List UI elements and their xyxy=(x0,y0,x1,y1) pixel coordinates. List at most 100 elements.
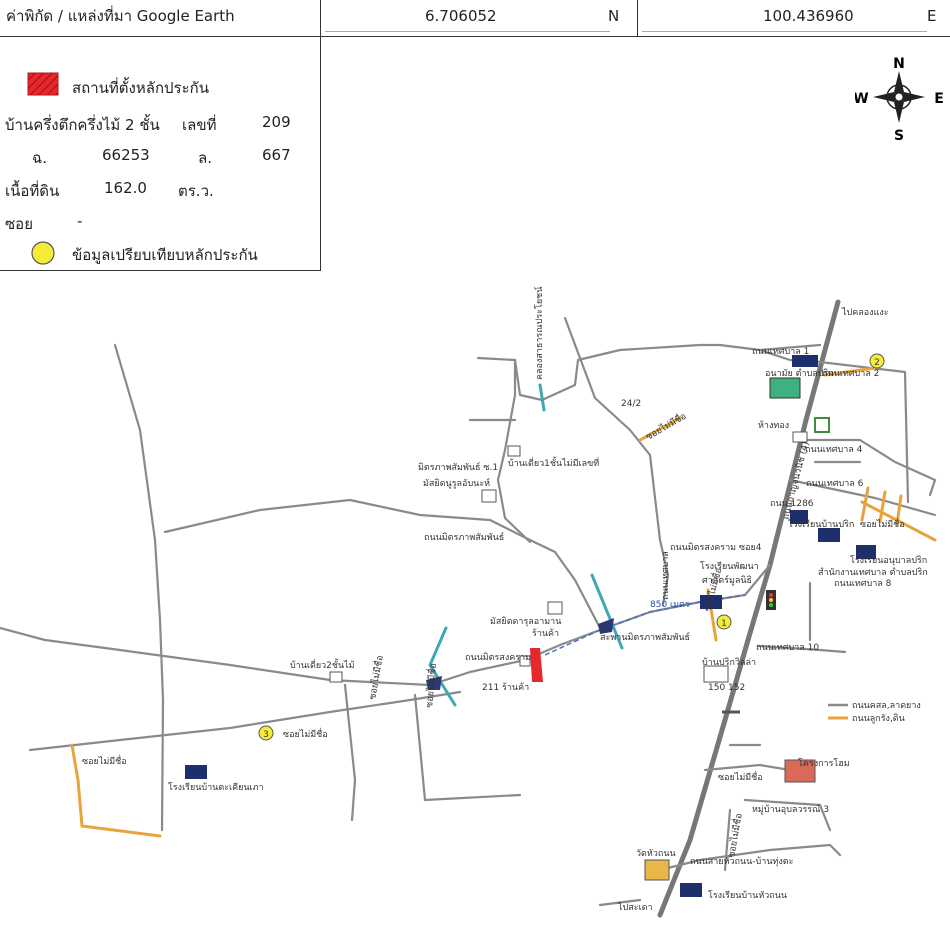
tessaban8-label: ถนนเทศบาล 8 xyxy=(834,579,892,589)
shop-label: ร้านค้า xyxy=(532,628,559,639)
canals xyxy=(428,383,624,707)
soi-label: ซอย xyxy=(5,215,33,233)
shop-icon xyxy=(519,655,531,667)
house-icon xyxy=(329,671,343,683)
convenience-store-icon xyxy=(814,417,830,433)
area-unit: ตร.ว. xyxy=(178,182,214,200)
legend-dirt-label: ถนนลูกรัง,ดิน xyxy=(852,713,905,724)
canal-label: คลองสาธารณประโยชน์ xyxy=(533,287,545,380)
location-map: 1 2 3 ไปคลองแงะ ถนนเทศบาล 1 ถนนเทศบาล 2 … xyxy=(0,287,937,918)
land-label: ล. xyxy=(198,149,212,167)
village-icon xyxy=(703,665,729,683)
housing-project-icon xyxy=(784,759,816,783)
land-number: 667 xyxy=(262,146,291,164)
compass-rose-icon: N S E W xyxy=(855,56,944,142)
compass-east: E xyxy=(934,91,944,107)
comparison-marker-1: 1 xyxy=(716,614,732,630)
header-divider xyxy=(637,0,638,36)
municipal-office-label: สำนักงานเทศบาล ตำบลปริก xyxy=(818,567,928,578)
soi-no-name-label: ซอยไม่มีชื่อ xyxy=(365,654,386,700)
comparison-marker-icon xyxy=(31,241,55,265)
school-takhian-label: โรงเรียนบ้านตะเคียนเภา xyxy=(168,782,264,793)
house-2-storey-label: บ้านเดี่ยว2ชั้นไม้ xyxy=(290,658,355,671)
latitude-unit: N xyxy=(608,7,620,25)
soi-value: - xyxy=(77,212,83,230)
mosque-icon xyxy=(481,489,497,503)
tessaban10-label: ถนนเทศบาล 10 xyxy=(756,643,819,653)
school-islam-label: ศาสตร์มูลนิธิ xyxy=(702,574,752,586)
svg-text:1: 1 xyxy=(721,619,727,629)
temple-icon xyxy=(644,859,670,881)
comparison-marker-3: 3 xyxy=(258,725,274,741)
no-150-152-label: 150 152 xyxy=(708,683,745,693)
mitrasongkram-4-label: ถนนมิตรสงคราม ซอย4 xyxy=(670,542,762,553)
tessaban4-label: ถนนเทศบาล 4 xyxy=(805,445,863,455)
hotel-project-label: โครงการโฮม xyxy=(798,758,850,769)
soi-no-name-label: ซอยไม่มีชื่อ xyxy=(860,517,905,530)
collateral-property-marker xyxy=(530,648,543,682)
temple-label: วัดหัวถนน xyxy=(636,849,676,859)
tessaban6-label: ถนนเทศบาล 6 xyxy=(806,479,864,489)
traffic-light-icon xyxy=(766,590,776,610)
compass-north: N xyxy=(893,56,905,72)
distance-label: 850 เมตร xyxy=(650,600,690,610)
mosque-b-label: มัสยิดดารุลอามาน xyxy=(490,616,561,627)
road-type-legend: ถนนคสล,ลาดยาง ถนนลูกรัง,ดิน xyxy=(828,701,921,724)
tessaban1-label: ถนนเทศบาล 1 xyxy=(752,347,809,357)
mitraphap-road-label: ถนนมิตรภาพสัมพันธ์ xyxy=(424,531,504,543)
school-pattana-label: โรงเรียนพัฒนา xyxy=(700,561,759,572)
legend-box: สถานที่ตั้งหลักประกัน บ้านครึ่งตึกครึ่งไ… xyxy=(0,36,321,271)
dirt-roads xyxy=(70,366,937,838)
latitude-underline xyxy=(325,31,610,32)
ban-prik-tai-label: บ้านปริกวิลล่า xyxy=(702,657,756,668)
area-value: 162.0 xyxy=(104,179,147,197)
to-klong-ngae-label: ไปคลองแงะ xyxy=(841,307,889,318)
coordinate-header: ค่าพิกัด / แหล่งที่มา Google Earth 6.706… xyxy=(0,0,950,37)
collateral-label: สถานที่ตั้งหลักประกัน xyxy=(72,79,209,97)
moo-ban-label: หมู่บ้านอุบลวรรณ์ 3 xyxy=(752,803,829,815)
health-center-label: อนามัย ตำบลปริก xyxy=(765,368,834,379)
collateral-swatch-icon xyxy=(27,72,59,96)
house-number: 209 xyxy=(262,113,291,131)
latitude-value: 6.706052 xyxy=(425,7,497,25)
svg-text:3: 3 xyxy=(263,730,269,740)
tessaban2-label: ถนนเทศบาล 2 xyxy=(822,369,879,379)
longitude-underline xyxy=(642,31,927,32)
building-icon xyxy=(185,355,876,897)
house-icon xyxy=(507,445,521,457)
kindergarten-label: โรงเรียนอนุบาลปริก xyxy=(850,555,927,566)
gold-shop-icon xyxy=(792,431,808,443)
soi-no-name-label: ซอยไม่มีชื่อ xyxy=(283,727,328,740)
building-description: บ้านครึ่งตึกครึ่งไม้ 2 ชั้น xyxy=(5,116,160,134)
to-sadao-label: ไปสะเดา xyxy=(617,902,653,913)
mosque-icon xyxy=(547,601,563,615)
soi-no-name-label: ซอยไม่มีชื่อ xyxy=(643,409,688,443)
no-24-2-label: 24/2 xyxy=(621,399,641,409)
single-house-label: บ้านเดี่ยว1ชั้นไม่มีเลขที่ xyxy=(508,456,599,469)
mosque-a-label: มัสยิดนูรูลอับนะห์ xyxy=(423,477,490,489)
school-huathanon-label: โรงเรียนบ้านหัวถนน xyxy=(708,890,787,901)
svg-text:2: 2 xyxy=(874,358,880,368)
tessaban-road-label: ถนนเทศบาล xyxy=(661,551,671,600)
mitrasongkram-label: ถนนมิตรสงคราม xyxy=(465,652,531,663)
legend-paved-label: ถนนคสล,ลาดยาง xyxy=(852,701,921,711)
paved-roads xyxy=(0,299,937,918)
compass-south: S xyxy=(894,128,904,142)
road-huathanon-label: ถนนสายหัวถนน-บ้านทุ่งตะ xyxy=(690,856,794,867)
deed-label: ฉ. xyxy=(32,149,47,167)
gold-shop-label: ห้างทอง xyxy=(758,420,789,431)
compass-west: W xyxy=(855,91,869,107)
area-label: เนื้อที่ดิน xyxy=(5,182,60,200)
no-211-label: 211 ร้านค้า xyxy=(482,682,529,693)
health-center-icon xyxy=(769,377,801,399)
dist-1286-label: ถนน.1286 xyxy=(770,499,814,509)
school-prik-label: โรงเรียนบ้านปริก xyxy=(788,519,854,530)
comparison-marker-2: 2 xyxy=(869,353,885,369)
bridge-label: สะพานมิตรภาพสัมพันธ์ xyxy=(600,631,690,643)
longitude-value: 100.436960 xyxy=(763,7,854,25)
soi-no-name-label: ซอยไม่มีชื่อ xyxy=(82,754,127,767)
coordinate-source-label: ค่าพิกัด / แหล่งที่มา Google Earth xyxy=(6,7,235,25)
mitraphap-1-label: มิตรภาพสัมพันธ์ ซ.1 xyxy=(418,461,498,473)
header-divider xyxy=(320,0,321,36)
bridge-icon xyxy=(426,618,614,690)
